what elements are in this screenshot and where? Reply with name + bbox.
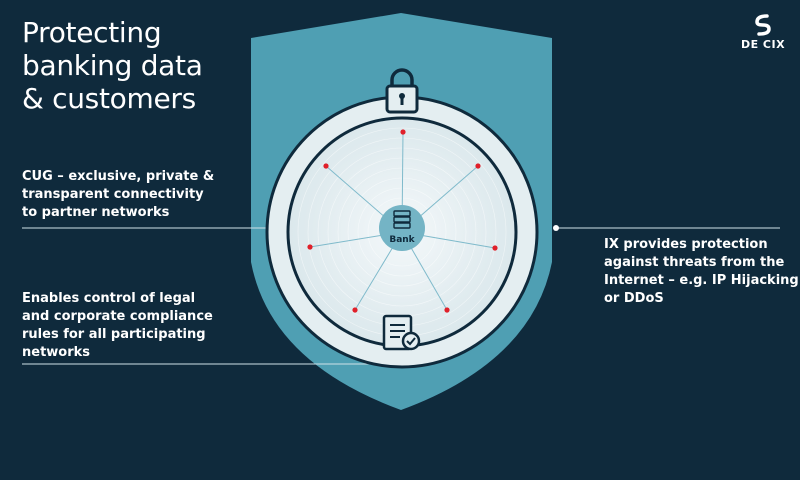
label-line: IX provides protection [604, 237, 768, 252]
logo-text: DE CIX [740, 38, 786, 51]
network-node [475, 163, 481, 169]
label-line: and corporate compliance [22, 309, 213, 324]
label-line: Internet – e.g. IP Hijacking [604, 273, 799, 288]
label-line: rules for all participating [22, 327, 206, 342]
bank-label: Bank [389, 235, 415, 245]
server-icon [393, 210, 411, 229]
network-node [492, 245, 498, 251]
label-line: or DDoS [604, 291, 664, 306]
label-line: Enables control of legal [22, 291, 196, 306]
cug-label: CUG – exclusive, private & transparent c… [22, 168, 214, 222]
network-node [307, 244, 313, 250]
label-line: against threats from the [604, 255, 785, 270]
network-node [323, 163, 329, 169]
label-line: transparent connectivity [22, 187, 204, 202]
document-check-icon [382, 314, 421, 351]
label-line: to partner networks [22, 205, 170, 220]
network-node [352, 307, 358, 313]
title-line: Protecting [22, 16, 162, 49]
lock-icon [385, 68, 419, 114]
page-title: Protecting banking data & customers [22, 16, 203, 115]
legal-compliance-label: Enables control of legal and corporate c… [22, 290, 213, 362]
ix-protection-label: IX provides protection against threats f… [604, 236, 799, 308]
title-line: & customers [22, 82, 196, 115]
label-line: CUG – exclusive, private & [22, 169, 215, 184]
network-node [400, 129, 406, 135]
network-node [444, 307, 450, 313]
label-line: networks [22, 345, 91, 360]
ix-leader-dot [553, 225, 559, 231]
network-nodes [307, 129, 498, 313]
de-cix-logo: DE CIX [740, 14, 786, 54]
de-cix-logo-mark [755, 14, 771, 36]
title-line: banking data [22, 49, 203, 82]
